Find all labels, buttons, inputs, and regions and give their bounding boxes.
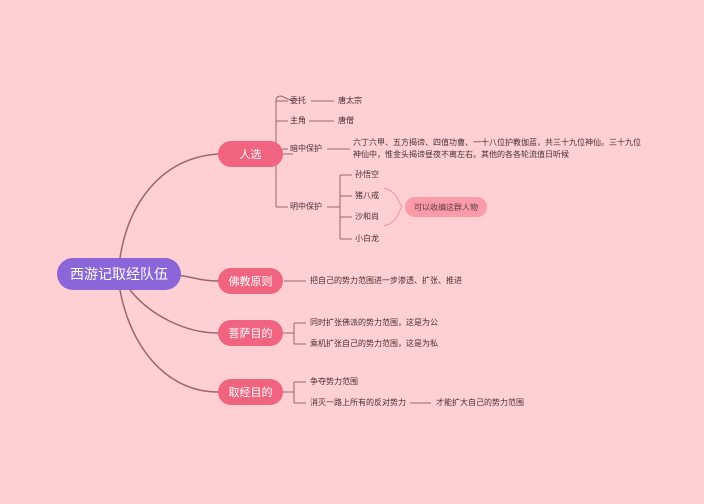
leaf-zhengduo[interactable]: 争夺势力范围 (310, 377, 358, 386)
leaf-pusa-si[interactable]: 乘机扩张自己的势力范围，这是为私 (310, 339, 438, 348)
leaf-weituo[interactable]: 委托 (290, 96, 306, 105)
leaf-zhujiao[interactable]: 主角 (290, 116, 306, 125)
leaf-xiaobailong[interactable]: 小白龙 (355, 234, 379, 243)
leaf-tangseng[interactable]: 唐僧 (338, 116, 354, 125)
leaf-mingzhong-baohu[interactable]: 明中保护 (290, 202, 322, 211)
leaf-shaheshang[interactable]: 沙和尚 (355, 212, 379, 221)
connector-root-qujing (119, 289, 219, 393)
connector-root-pusa (129, 289, 219, 334)
branch-fojiao-yuanze[interactable]: 佛教原则 (218, 268, 283, 294)
root-node[interactable]: 西游记取经队伍 (57, 258, 181, 290)
leaf-anzhong-baohu[interactable]: 暗中保护 (290, 144, 322, 153)
connector-root-renxuan (119, 153, 219, 259)
leaf-zhubajie[interactable]: 猪八戒 (355, 191, 379, 200)
leaf-pusa-gong[interactable]: 同时扩张佛派的势力范围，这是为公 (310, 318, 438, 327)
leaf-tangtaizong[interactable]: 唐太宗 (338, 96, 362, 105)
branch-qujing-mudi[interactable]: 取经目的 (218, 379, 283, 405)
leaf-anzhong-detail[interactable]: 六丁六甲、五方揭谛、四值功曹、一十八位护教伽蓝，共三十九位神仙。三十九位神仙中，… (353, 138, 641, 159)
leaf-fojiao-detail[interactable]: 把自己的势力范围进一步渗透、扩张、推进 (310, 276, 462, 285)
leaf-kuoda[interactable]: 才能扩大自己的势力范围 (436, 398, 524, 407)
branch-renxuan[interactable]: 人选 (218, 141, 283, 167)
leaf-sunwukong[interactable]: 孙悟空 (355, 170, 379, 179)
branch-pusa-mudi[interactable]: 菩萨目的 (218, 320, 283, 346)
leaf-xiaomie[interactable]: 消灭一路上所有的反对势力 (310, 398, 406, 407)
summary-node[interactable]: 可以收编这群人物 (405, 197, 487, 217)
